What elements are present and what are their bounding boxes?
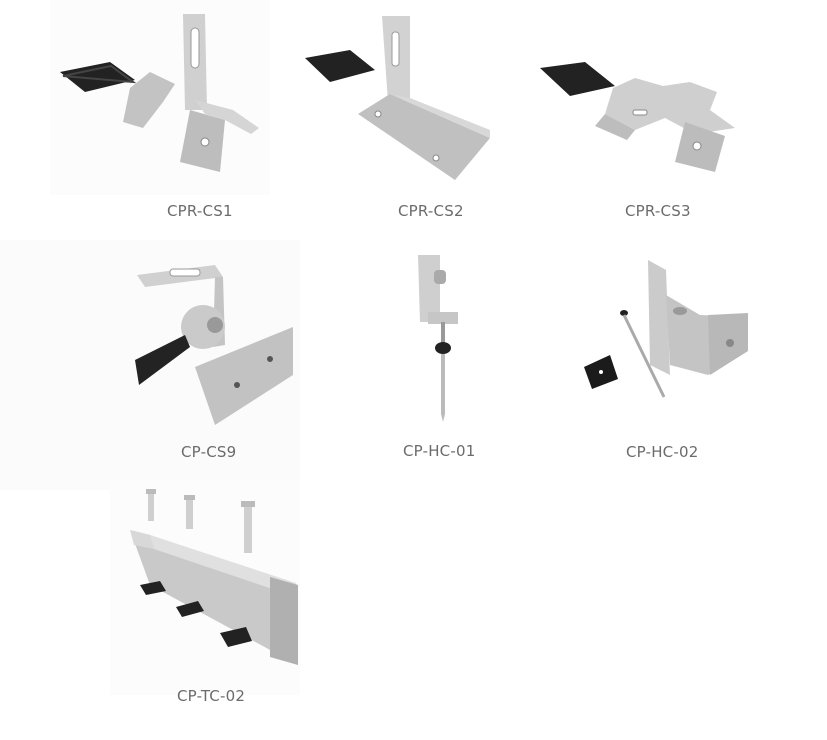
product-card-cpr-cs3[interactable]: CPR-CS3 — [535, 10, 745, 225]
product-card-cpr-cs2[interactable]: CPR-CS2 — [300, 10, 510, 225]
product-card-cp-hc-02[interactable]: CP-HC-02 — [580, 255, 760, 470]
product-card-cp-cs9[interactable]: CP-CS9 — [115, 255, 315, 470]
product-code[interactable]: CP-HC-01 — [403, 442, 476, 460]
roof-clamp-cs1-image — [60, 14, 259, 172]
adjustable-hook-cs9-image — [135, 265, 293, 425]
product-card-cp-hc-01[interactable]: CP-HC-01 — [390, 250, 500, 465]
roof-clamp-cs2-image — [305, 16, 490, 180]
product-code[interactable]: CP-CS9 — [181, 443, 237, 461]
hanger-bolt-hc02-image — [584, 260, 748, 398]
product-code[interactable]: CPR-CS1 — [167, 202, 233, 220]
product-code[interactable]: CP-TC-02 — [177, 687, 246, 705]
product-card-cp-tc-02[interactable]: CP-TC-02 — [120, 485, 310, 710]
trapezoid-rail-tc02-image — [130, 489, 298, 665]
roof-clamp-cs3-image — [540, 62, 735, 172]
product-card-cpr-cs1[interactable]: CPR-CS1 — [55, 10, 275, 225]
product-code[interactable]: CP-HC-02 — [626, 443, 699, 461]
product-code[interactable]: CPR-CS3 — [625, 202, 691, 220]
hanger-bolt-hc01-image — [418, 255, 458, 422]
product-code[interactable]: CPR-CS2 — [398, 202, 464, 220]
